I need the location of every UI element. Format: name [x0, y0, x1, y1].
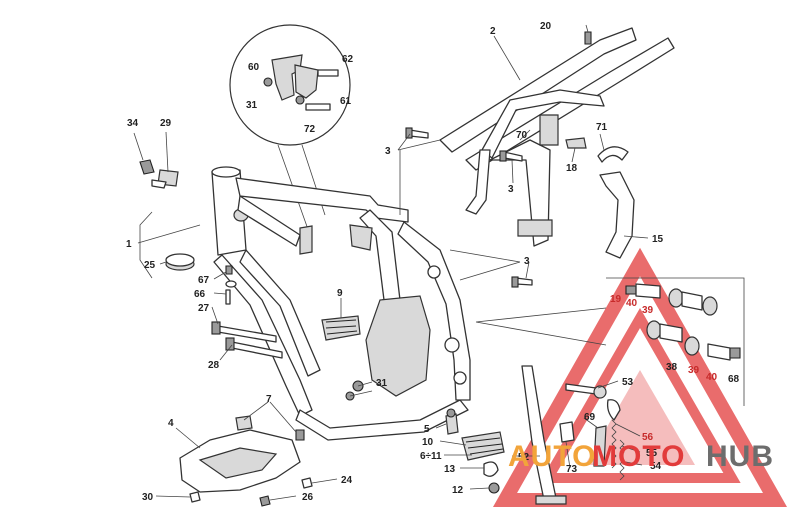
watermark-wordmark: AUTO MOTO HUB — [508, 440, 774, 473]
callout-24: 24 — [341, 475, 353, 486]
leader-lines — [133, 24, 649, 501]
main-frame — [211, 166, 471, 441]
detail-circle — [229, 24, 351, 236]
callout-67: 67 — [198, 275, 210, 286]
callout-31-detail: 31 — [246, 100, 258, 111]
callout-62: 62 — [342, 54, 354, 65]
callout-1: 1 — [126, 239, 132, 250]
callout-4: 4 — [168, 418, 174, 429]
callout-28: 28 — [208, 360, 220, 371]
callout-10: 10 — [422, 437, 434, 448]
callout-15: 15 — [652, 234, 664, 245]
callout-70: 70 — [516, 130, 528, 141]
callout-54: 54 — [650, 461, 662, 472]
callout-73: 73 — [566, 464, 578, 475]
callout-12: 12 — [452, 485, 464, 496]
callout-52: 52 — [518, 452, 530, 463]
callout-39-lower: 39 — [688, 365, 700, 376]
callout-18: 18 — [566, 163, 578, 174]
callout-29: 29 — [160, 118, 172, 129]
callout-25: 25 — [144, 260, 156, 271]
callout-3-middle: 3 — [508, 184, 514, 195]
callout-20: 20 — [540, 21, 552, 32]
callout-66: 66 — [194, 289, 206, 300]
callout-labels-red: 19 40 39 39 40 56 — [610, 294, 718, 443]
callout-19: 19 — [610, 294, 622, 305]
callout-labels: 20 2 3 3 3 70 71 18 15 60 62 31 61 72 34… — [126, 21, 740, 503]
callout-40-upper: 40 — [626, 298, 638, 309]
callout-53: 53 — [622, 377, 634, 388]
callout-26: 26 — [302, 492, 314, 503]
small-parts — [139, 31, 745, 507]
callout-69: 69 — [584, 412, 596, 423]
callout-7: 7 — [266, 394, 272, 405]
callout-68: 68 — [728, 374, 740, 385]
callout-55: 55 — [646, 448, 658, 459]
callout-60: 60 — [248, 62, 260, 73]
callout-3-upper: 3 — [385, 146, 391, 157]
watermark-logo — [492, 247, 788, 507]
callout-31: 31 — [376, 378, 388, 389]
callout-9: 9 — [337, 288, 343, 299]
callout-71: 71 — [596, 122, 608, 133]
rear-subframe — [439, 27, 675, 247]
callout-3-lower: 3 — [524, 256, 530, 267]
watermark-text-auto: AUTO — [508, 440, 596, 473]
callout-27: 27 — [198, 303, 210, 314]
callout-38: 38 — [666, 362, 678, 373]
watermark-text-hub: HUB — [706, 440, 774, 473]
callout-72: 72 — [304, 124, 316, 135]
callout-34: 34 — [127, 118, 139, 129]
callout-39-upper: 39 — [642, 305, 654, 316]
callout-40-lower: 40 — [706, 372, 718, 383]
callout-13: 13 — [444, 464, 456, 475]
callout-5: 5 — [424, 424, 430, 435]
watermark-text-moto: MOTO — [592, 440, 685, 473]
callout-56: 56 — [642, 432, 654, 443]
callout-30: 30 — [142, 492, 154, 503]
callout-6-11: 6÷11 — [420, 451, 442, 462]
callout-2: 2 — [490, 26, 496, 37]
callout-61: 61 — [340, 96, 352, 107]
